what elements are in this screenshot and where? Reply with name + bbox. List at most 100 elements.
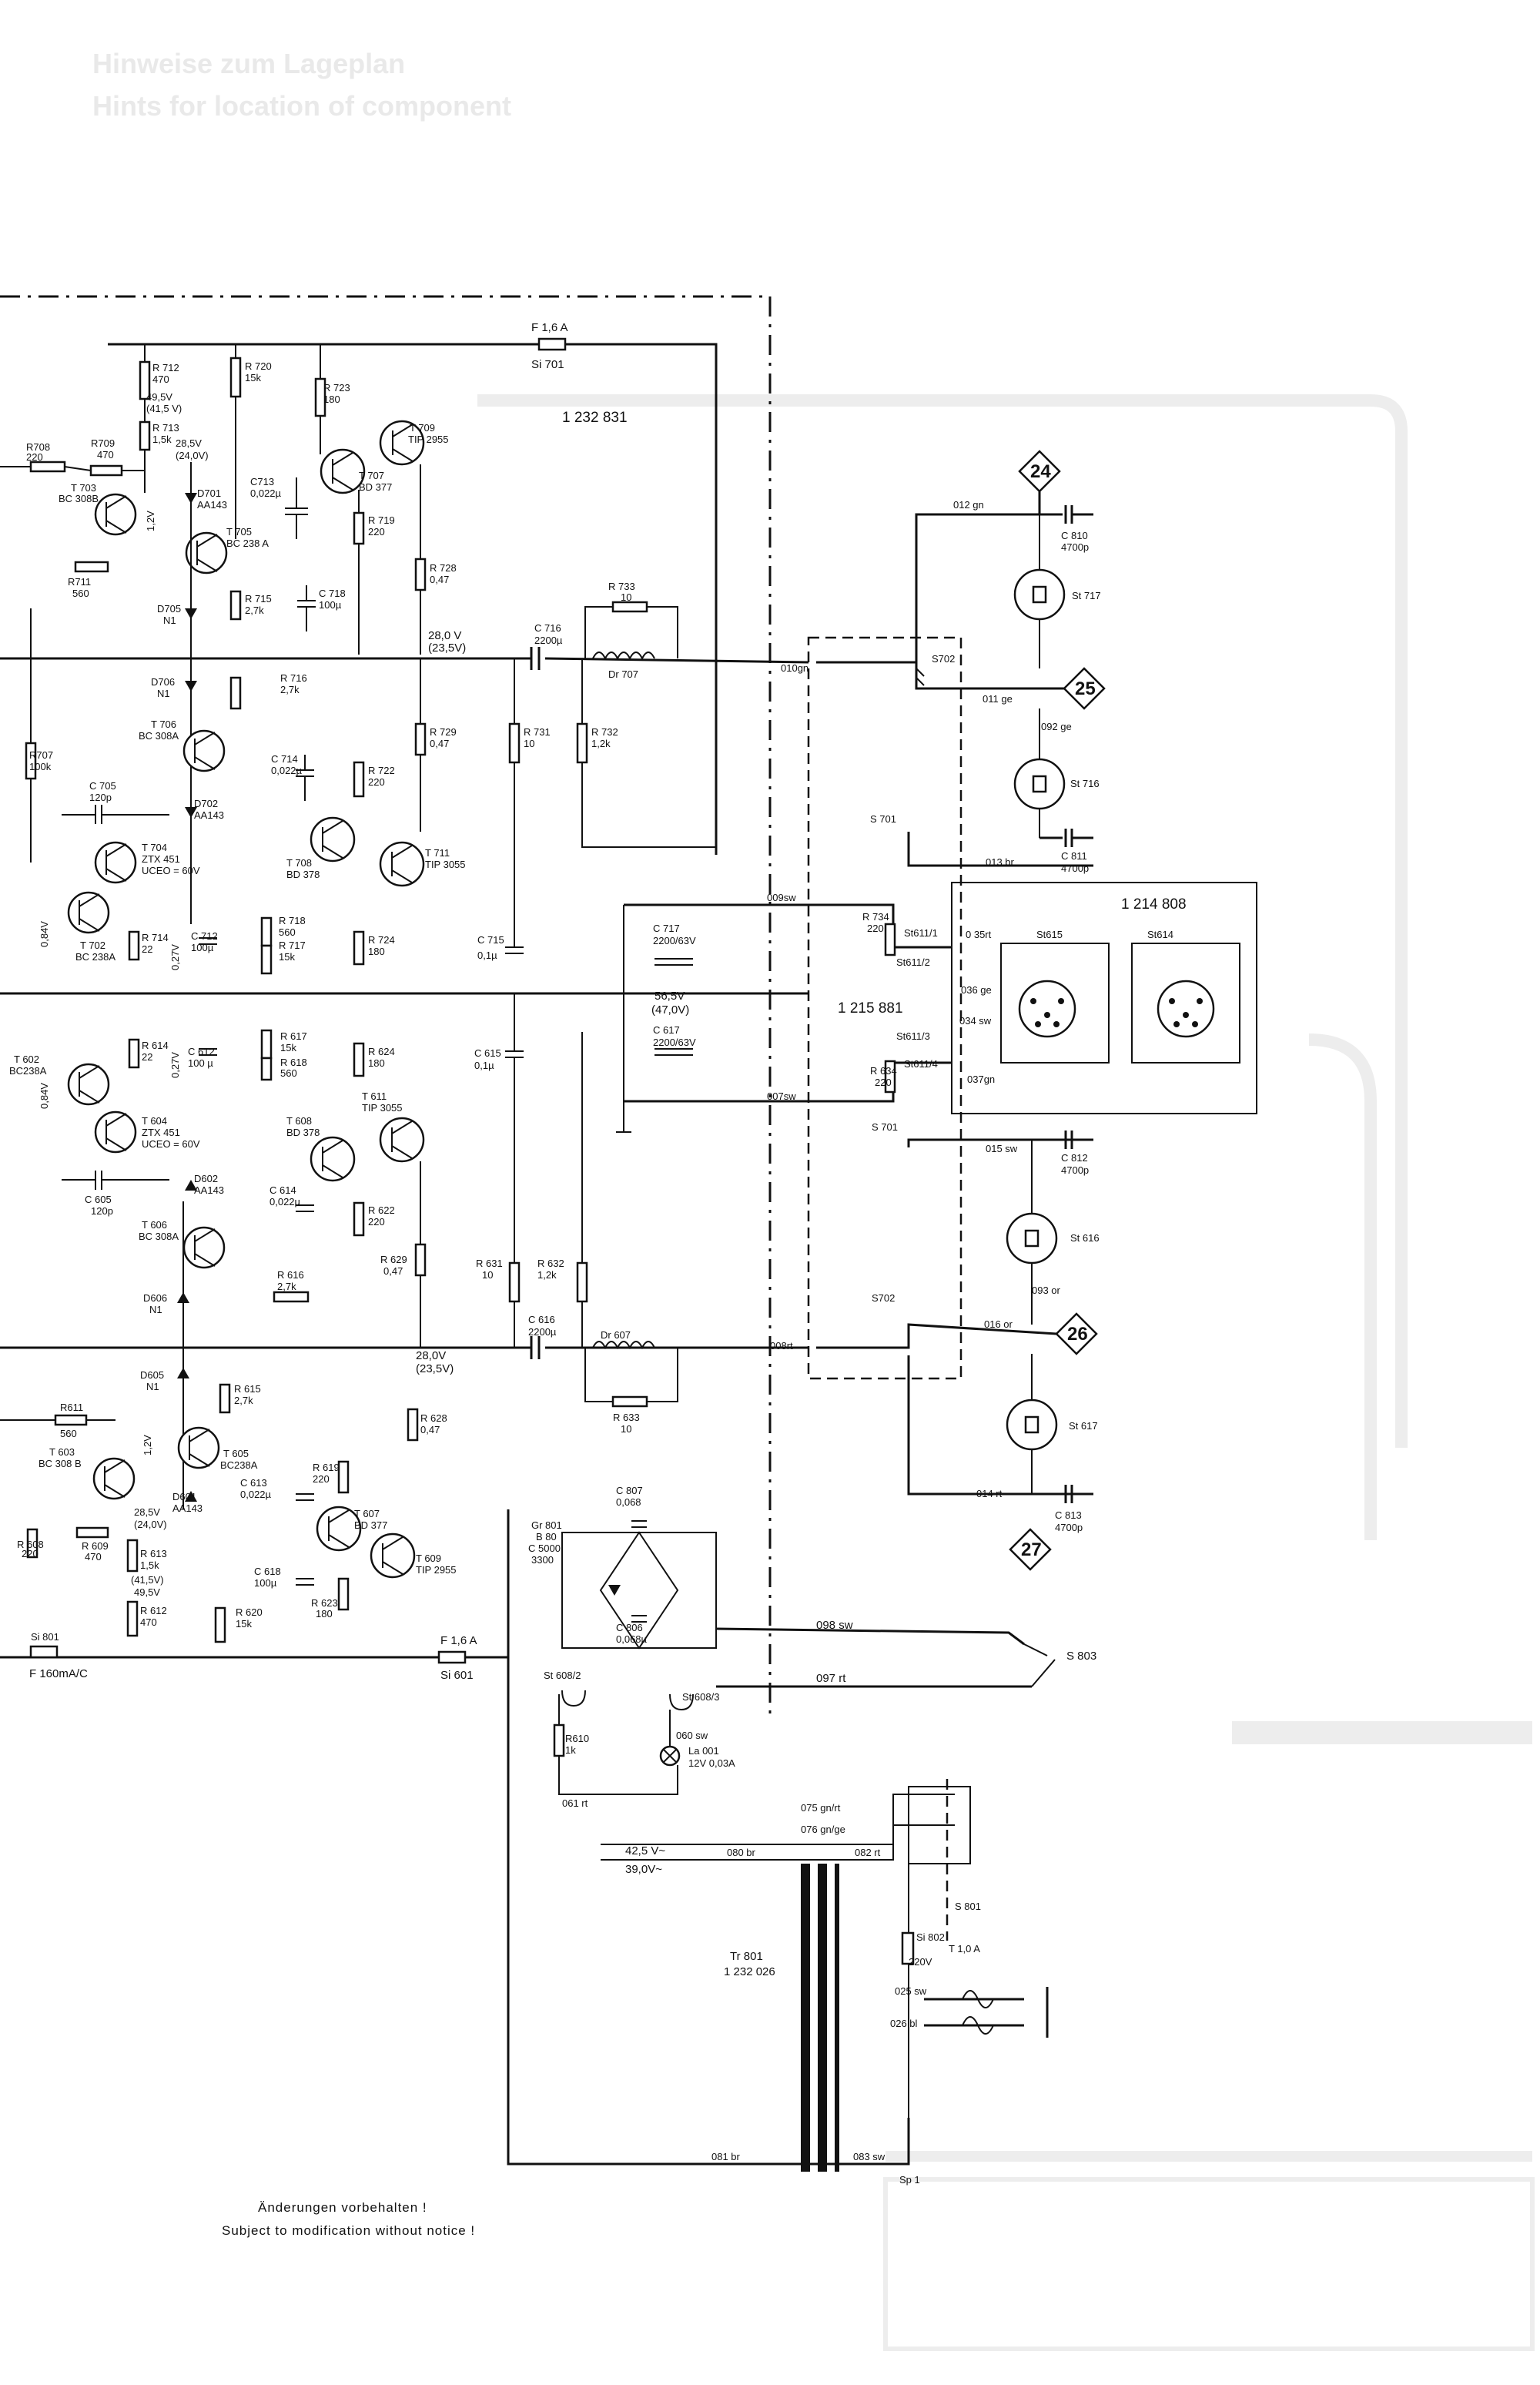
resistor-r613 bbox=[126, 1539, 139, 1573]
diode-d702-ref: D702 bbox=[194, 798, 218, 809]
capacitor-c618-value: 100µ bbox=[254, 1577, 277, 1589]
diode-d706-ref: D706 bbox=[151, 676, 175, 688]
transistor-t706 bbox=[182, 729, 226, 772]
rectifier-cap: C 5000 bbox=[528, 1543, 561, 1554]
power-amp-board-number: 1 232 831 bbox=[562, 410, 628, 426]
resistor-r624-value: 180 bbox=[368, 1057, 385, 1069]
switch-s702-lower: S702 bbox=[872, 1292, 895, 1304]
wire-083sw: 083 sw bbox=[853, 2151, 886, 2162]
lower-voltage-1-2v: 1,2V bbox=[142, 1435, 153, 1455]
resistor-r713-ref: R 713 bbox=[152, 422, 179, 434]
resistor-r611-value: 560 bbox=[60, 1428, 77, 1439]
transistor-t606 bbox=[182, 1226, 226, 1269]
diode-d705-ref: D705 bbox=[157, 603, 181, 615]
transistor-t709-ref: T 709 bbox=[410, 422, 435, 434]
rectifier-cap-value: 3300 bbox=[531, 1554, 554, 1566]
capacitor-c813-value: 4700p bbox=[1055, 1522, 1083, 1533]
diode-d605-ref: D605 bbox=[140, 1369, 164, 1381]
resistor-r733 bbox=[611, 601, 648, 613]
node-25-label: 25 bbox=[1075, 678, 1096, 699]
resistor-r623 bbox=[337, 1577, 350, 1611]
resistor-r717 bbox=[260, 944, 273, 975]
lower-uceo: UCEO = 60V bbox=[142, 1138, 200, 1150]
capacitor-c714-ref: C 714 bbox=[271, 753, 298, 765]
resistor-r733-ref: R 733 bbox=[608, 581, 635, 592]
resistor-r616-ref: R 616 bbox=[277, 1269, 304, 1281]
resistor-r733-value: 10 bbox=[621, 591, 631, 603]
resistor-r731-ref: R 731 bbox=[524, 726, 551, 738]
resistor-r732-ref: R 732 bbox=[591, 726, 618, 738]
resistor-r610-ref: R610 bbox=[565, 1733, 589, 1744]
transistor-t608-ref: T 608 bbox=[286, 1115, 312, 1127]
wire-098sw: 098 sw bbox=[816, 1619, 853, 1632]
rail-voltage-loaded: (47,0V) bbox=[651, 1003, 689, 1017]
resistor-r632 bbox=[576, 1261, 588, 1303]
resistor-r624 bbox=[353, 1042, 365, 1077]
din-socket-st614 bbox=[1157, 980, 1215, 1038]
power-supply: Gr 801 B 80 C 5000 3300 C 807 0,068 C 80… bbox=[507, 1485, 1096, 2186]
resistor-r718-ref: R 718 bbox=[279, 915, 306, 926]
resistor-r728 bbox=[414, 558, 427, 591]
resistor-r624-ref: R 624 bbox=[368, 1046, 395, 1057]
notice-english: Subject to modification without notice ! bbox=[222, 2223, 475, 2238]
wire-082rt: 082 rt bbox=[855, 1847, 881, 1858]
wire-080br: 080 br bbox=[727, 1847, 756, 1858]
fuse-si601 bbox=[437, 1650, 467, 1664]
resistor-r711-ref: R711 bbox=[68, 576, 91, 588]
fuse-si802-value: T 1,0 A bbox=[949, 1943, 980, 1955]
switch-s801-body bbox=[908, 1786, 971, 1864]
capacitor-c617-ref: C 617 bbox=[653, 1024, 680, 1036]
capacitor-c605-value: 120p bbox=[91, 1205, 113, 1217]
resistor-r620 bbox=[214, 1606, 226, 1643]
transistor-t603 bbox=[92, 1457, 136, 1500]
transistor-t603-ref: T 603 bbox=[49, 1446, 75, 1458]
speaker-switch-board-number: 1 215 881 bbox=[838, 1000, 903, 1017]
resistor-r708-value: 220 bbox=[26, 451, 43, 463]
transistor-t609-ref: T 609 bbox=[416, 1553, 441, 1564]
upper-channel: F 1,6 A Si 701 1 232 831 R 712 470 49,5V… bbox=[0, 321, 809, 975]
resistor-r729-value: 0,47 bbox=[430, 738, 449, 749]
transistor-t702-ref: T 702 bbox=[80, 940, 105, 951]
transistor-t602-type: BC238A bbox=[9, 1065, 47, 1077]
resistor-r729-ref: R 729 bbox=[430, 726, 457, 738]
resistor-r723-value: 180 bbox=[323, 394, 340, 405]
diode-d702 bbox=[185, 807, 197, 818]
resistor-r719-value: 220 bbox=[368, 526, 385, 538]
transformer-core-left bbox=[801, 1864, 810, 2172]
switch-s801-ref: S 801 bbox=[955, 1901, 981, 1912]
transformer-part: 1 232 026 bbox=[724, 1965, 775, 1978]
resistor-r732-value: 1,2k bbox=[591, 738, 611, 749]
resistor-r629-ref: R 629 bbox=[380, 1254, 407, 1265]
pin-wire-035rt: 0 35rt bbox=[966, 929, 992, 940]
resistor-r616-value: 2,7k bbox=[277, 1281, 296, 1292]
transistor-t608-type: BD 378 bbox=[286, 1127, 320, 1138]
resistor-r629-value: 0,47 bbox=[383, 1265, 403, 1277]
rectifier-ref: Gr 801 bbox=[531, 1519, 562, 1531]
resistor-r717-ref: R 717 bbox=[279, 940, 306, 951]
resistor-r608 bbox=[26, 1528, 38, 1559]
resistor-r609 bbox=[75, 1526, 109, 1539]
resistor-r628-value: 0,47 bbox=[420, 1424, 440, 1435]
fuse-si801-value: F 160mA/C bbox=[29, 1667, 88, 1680]
resistor-r728-value: 0,47 bbox=[430, 574, 449, 585]
resistor-r731 bbox=[508, 722, 521, 764]
voltage-1-2v: 1,2V bbox=[145, 511, 156, 531]
rail-voltage: 56,5V bbox=[654, 990, 685, 1003]
resistor-r731-value: 10 bbox=[524, 738, 534, 749]
wire-013br: 013 br bbox=[986, 856, 1015, 868]
resistor-r634 bbox=[884, 1060, 896, 1094]
resistor-r633 bbox=[611, 1395, 648, 1408]
resistor-r608-ref: R 608 bbox=[17, 1539, 44, 1550]
resistor-r628-ref: R 628 bbox=[420, 1412, 447, 1424]
lamp-la001-ref: La 001 bbox=[688, 1745, 719, 1757]
capacitor-c712-ref: C 712 bbox=[191, 930, 218, 942]
diode-d601-ref: D601 bbox=[172, 1491, 196, 1502]
resistor-r707-ref: R707 bbox=[29, 749, 53, 761]
capacitor-c705-value: 120p bbox=[89, 792, 112, 803]
resistor-r734 bbox=[884, 923, 896, 956]
voltage-28-0: 28,0 V bbox=[428, 629, 461, 642]
transistor-t611 bbox=[379, 1117, 425, 1163]
resistor-r615-ref: R 615 bbox=[234, 1383, 261, 1395]
switch-s803 bbox=[1023, 1643, 1056, 1687]
resistor-r724 bbox=[353, 930, 365, 966]
